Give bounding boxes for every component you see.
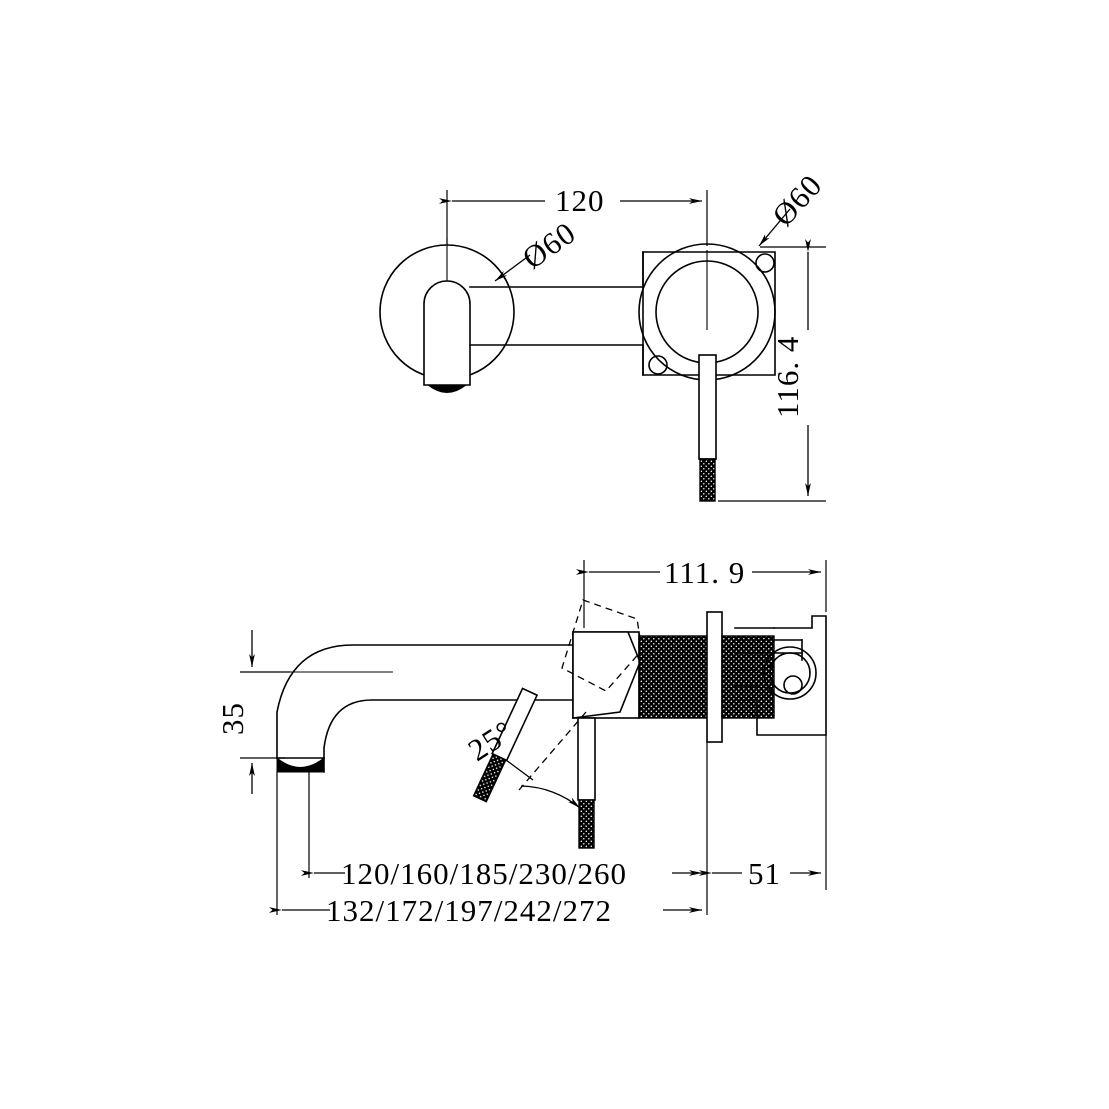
dimension-35: 35 <box>215 630 290 794</box>
spout-body-topview <box>423 280 471 386</box>
valve-cartridge-pin <box>783 675 803 695</box>
spout-outlet-cap <box>426 384 468 393</box>
handle-body-current <box>572 631 641 719</box>
dim-text-overall: 132/172/197/242/272 <box>326 893 612 928</box>
dim-text-35: 35 <box>215 702 250 735</box>
leader-line-dia60-right <box>758 208 791 247</box>
dim-text-111-9: 111. 9 <box>664 555 745 590</box>
dim-text-120: 120 <box>555 183 605 218</box>
dimension-overall: 132/172/197/242/272 <box>269 893 702 928</box>
dimension-projection: 120/160/185/230/260 <box>301 856 702 891</box>
dim-text-116-4: 116. 4 <box>770 336 805 418</box>
dimension-111-9: 111. 9 <box>576 555 827 628</box>
valve-housing-outline <box>756 615 827 736</box>
dim-text-51: 51 <box>748 856 781 891</box>
mixer-knurled-collar-right <box>721 635 775 719</box>
handle-rotation-axis-line <box>518 711 587 791</box>
valve-cartridge-outer <box>763 646 817 700</box>
handle-lever-knurl-side <box>578 799 595 849</box>
dimension-120: 120 <box>439 183 708 246</box>
backplate-screw-hole-top <box>755 253 775 273</box>
handle-lever-rotated-group <box>472 687 539 803</box>
dim-text-projection: 120/160/185/230/260 <box>341 856 627 891</box>
leader-line-dia60-left <box>494 254 531 282</box>
angle-leader-25deg <box>505 759 534 781</box>
spout-aerator <box>276 756 325 773</box>
angle-arc-25deg <box>520 785 581 809</box>
dimension-116-4: 116. 4 <box>718 239 826 502</box>
backplate-screw-hole-bottom <box>648 355 668 375</box>
side-view-group: 25° 111. 9 35 120/160/185/230/260 <box>215 555 827 928</box>
dimension-51: 51 <box>699 856 821 891</box>
spout-inner-profile <box>323 699 718 773</box>
handle-lever-shaft-topview <box>698 354 717 460</box>
spout-outer-profile <box>276 644 718 759</box>
mixer-knurled-collar-left <box>638 635 720 719</box>
handle-lever-knurl-rotated <box>472 753 507 803</box>
handle-lever-shaft-side <box>577 717 596 801</box>
wall-flange-plate <box>706 611 723 743</box>
handle-lever-knurl-topview <box>699 458 716 502</box>
handle-body-rotated-ghost <box>561 599 643 692</box>
